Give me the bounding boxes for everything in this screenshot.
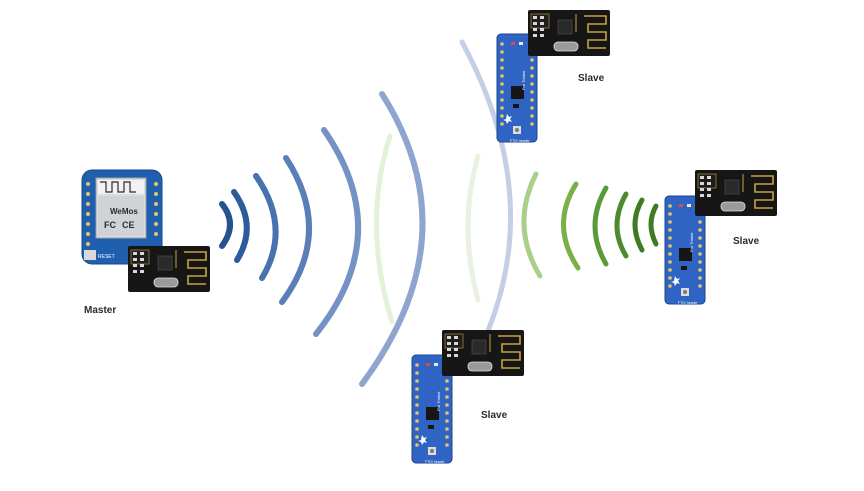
nrf24l01-radio-icon: [694, 169, 778, 217]
master-signal-waves: [219, 39, 513, 387]
nrf24l01-radio-icon: [127, 245, 211, 293]
pro-trinket-text: Pro Trinket: [689, 232, 694, 252]
pro-trinket-board-icon: Pro Trinket FTDI header: [496, 33, 538, 143]
wave-green-1: [648, 203, 659, 247]
pro-trinket-board-icon: Pro Trinket FTDI header: [664, 195, 706, 305]
reset-label: RESET: [98, 254, 115, 260]
pro-trinket-text: Pro Trinket: [521, 70, 526, 90]
slave-device-right: Pro Trinket FTDI header: [664, 169, 778, 305]
slave-bottom-label: Slave: [481, 410, 508, 421]
master-label: Master: [84, 305, 117, 316]
wemos-brand-text: WeMos: [110, 207, 138, 216]
wave-green-4: [592, 185, 609, 267]
slave-right-label: Slave: [733, 236, 760, 247]
ftdi-header-text: FTDI header: [425, 460, 445, 464]
ftdi-header-text: FTDI header: [510, 139, 530, 143]
wave-green-3: [614, 191, 629, 259]
wave-green-faint-1: [374, 133, 395, 325]
pro-trinket-text: Pro Trinket: [436, 391, 441, 411]
ce-mark: CE: [122, 220, 135, 230]
wave-blue-3: [253, 173, 279, 281]
nrf24l01-radio-icon: [441, 329, 525, 377]
wave-green-5: [561, 181, 581, 271]
slave-top-label: Slave: [578, 73, 605, 84]
wave-blue-4: [279, 155, 313, 305]
fcc-mark: FC: [104, 220, 116, 230]
wave-blue-2: [231, 189, 250, 263]
wave-blue-1: [219, 201, 233, 249]
slave-device-top: Pro Trinket FTDI header: [496, 9, 611, 143]
master-device: WeMos FC CE RESET: [81, 169, 211, 293]
slave-signal-waves: [374, 133, 659, 325]
pro-trinket-board-icon: Pro Trinket FTDI header: [411, 354, 453, 464]
wave-blue-5: [313, 127, 361, 337]
slave-device-bottom: Pro Trinket FTDI header: [411, 329, 525, 464]
wave-green-2: [632, 197, 645, 253]
wemos-d1-mini-board-icon: WeMos FC CE RESET: [81, 169, 163, 265]
wave-blue-6: [359, 91, 426, 387]
nrf24l01-radio-icon: [527, 9, 611, 57]
wave-green-6: [521, 171, 543, 279]
ftdi-header-text: FTDI header: [678, 301, 698, 305]
wave-green-faint-2: [465, 153, 481, 303]
